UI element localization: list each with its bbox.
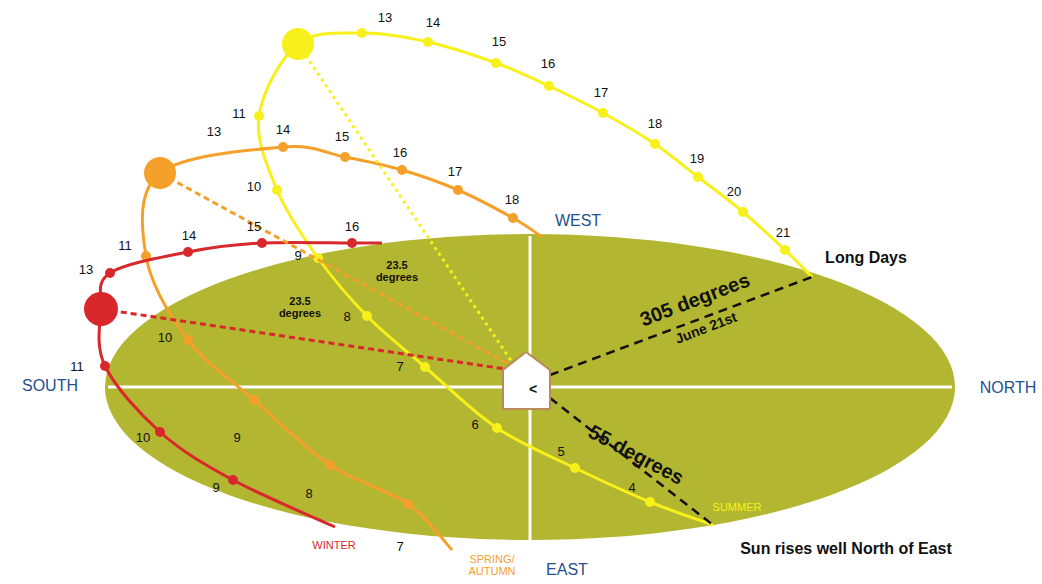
hour-number: 14 bbox=[276, 123, 290, 137]
hour-number: 10 bbox=[136, 431, 150, 445]
hour-number: 11 bbox=[232, 107, 246, 121]
house-icon bbox=[503, 352, 550, 409]
hour-dot bbox=[780, 245, 790, 255]
winter-sun bbox=[84, 292, 118, 326]
equinox-path bbox=[142, 146, 542, 550]
hour-number: 20 bbox=[727, 185, 741, 199]
compass-label: NORTH bbox=[980, 380, 1037, 397]
season-label: SUMMER bbox=[713, 502, 762, 514]
hour-number: 16 bbox=[345, 220, 359, 234]
hour-number: 15 bbox=[247, 220, 261, 234]
hour-dot bbox=[362, 311, 372, 321]
summer-sun bbox=[282, 28, 314, 60]
hour-number: 15 bbox=[335, 130, 349, 144]
hour-dot bbox=[420, 362, 430, 372]
compass-label: WEST bbox=[555, 213, 601, 230]
sun-paths bbox=[99, 28, 812, 550]
tilt-angle-label: 23.5 degrees bbox=[371, 260, 423, 283]
hour-number: 8 bbox=[305, 487, 312, 501]
compass-label: SOUTH bbox=[22, 378, 78, 395]
hour-number: 21 bbox=[776, 226, 790, 240]
hour-number: 13 bbox=[378, 11, 392, 25]
hour-number: 8 bbox=[343, 310, 350, 324]
angle-mark: < bbox=[529, 382, 537, 397]
equinox-sun bbox=[144, 157, 176, 189]
hour-dot bbox=[100, 361, 110, 371]
hour-number: 14 bbox=[182, 229, 196, 243]
hour-number: 9 bbox=[233, 431, 240, 445]
hour-dot bbox=[155, 427, 165, 437]
hour-dot bbox=[183, 247, 193, 257]
hour-dot bbox=[257, 238, 267, 248]
hour-number: 14 bbox=[426, 16, 440, 30]
hour-dot bbox=[183, 335, 193, 345]
hour-dot bbox=[347, 238, 357, 248]
hour-dot bbox=[397, 165, 407, 175]
hour-dot bbox=[453, 185, 463, 195]
summer-path bbox=[258, 33, 812, 525]
hour-number: 5 bbox=[557, 445, 564, 459]
note-text: Sun rises well North of East bbox=[740, 541, 952, 558]
hour-dot bbox=[738, 207, 748, 217]
summer-sun-ray bbox=[298, 44, 512, 362]
hour-number: 18 bbox=[505, 193, 519, 207]
hour-number: 17 bbox=[448, 165, 462, 179]
hour-number: 16 bbox=[541, 57, 555, 71]
hour-number: 13 bbox=[207, 125, 221, 139]
hour-dot bbox=[693, 172, 703, 182]
hour-number: 11 bbox=[70, 360, 84, 374]
hour-number: 6 bbox=[471, 418, 478, 432]
hour-number: 9 bbox=[294, 249, 301, 263]
hour-number: 17 bbox=[594, 86, 608, 100]
sunset-azimuth-line bbox=[550, 277, 812, 375]
hour-number: 7 bbox=[396, 360, 403, 374]
hour-dot bbox=[423, 37, 433, 47]
hour-dot bbox=[645, 497, 655, 507]
hour-dot bbox=[491, 58, 501, 68]
hour-number: 10 bbox=[158, 331, 172, 345]
season-label: SPRING/ AUTUMN bbox=[461, 554, 523, 577]
hour-dot bbox=[492, 423, 502, 433]
hour-number: 16 bbox=[393, 146, 407, 160]
hour-number: 19 bbox=[690, 152, 704, 166]
hour-dot bbox=[325, 460, 335, 470]
hour-dot bbox=[105, 268, 115, 278]
hour-number: 11 bbox=[118, 239, 132, 253]
hour-number: 10 bbox=[247, 180, 261, 194]
hour-dot bbox=[403, 499, 413, 509]
hour-number: 9 bbox=[212, 481, 219, 495]
winter-path bbox=[99, 242, 382, 527]
hour-dot bbox=[544, 81, 554, 91]
hour-number: 15 bbox=[492, 35, 506, 49]
hour-dot bbox=[598, 108, 608, 118]
hour-dot bbox=[357, 28, 367, 38]
hour-dot bbox=[254, 111, 264, 121]
compass-label: EAST bbox=[546, 562, 588, 579]
hour-dot bbox=[508, 213, 518, 223]
equinox-sun-ray bbox=[160, 173, 512, 366]
hour-dot bbox=[278, 142, 288, 152]
tilt-angle-label: 23.5 degrees bbox=[274, 296, 326, 319]
hour-dot bbox=[650, 139, 660, 149]
season-label: WINTER bbox=[312, 540, 355, 552]
ground-disc bbox=[105, 234, 955, 540]
hour-dot bbox=[570, 463, 580, 473]
hour-number: 13 bbox=[79, 263, 93, 277]
hour-number: 4 bbox=[628, 481, 635, 495]
hour-dot bbox=[249, 395, 259, 405]
hour-dot bbox=[272, 185, 282, 195]
hour-dot bbox=[228, 475, 238, 485]
sunrise-azimuth-line bbox=[550, 398, 713, 525]
hour-dot bbox=[340, 152, 350, 162]
note-text: Long Days bbox=[825, 250, 907, 267]
hour-number: 7 bbox=[396, 540, 403, 554]
hour-number: 18 bbox=[648, 117, 662, 131]
